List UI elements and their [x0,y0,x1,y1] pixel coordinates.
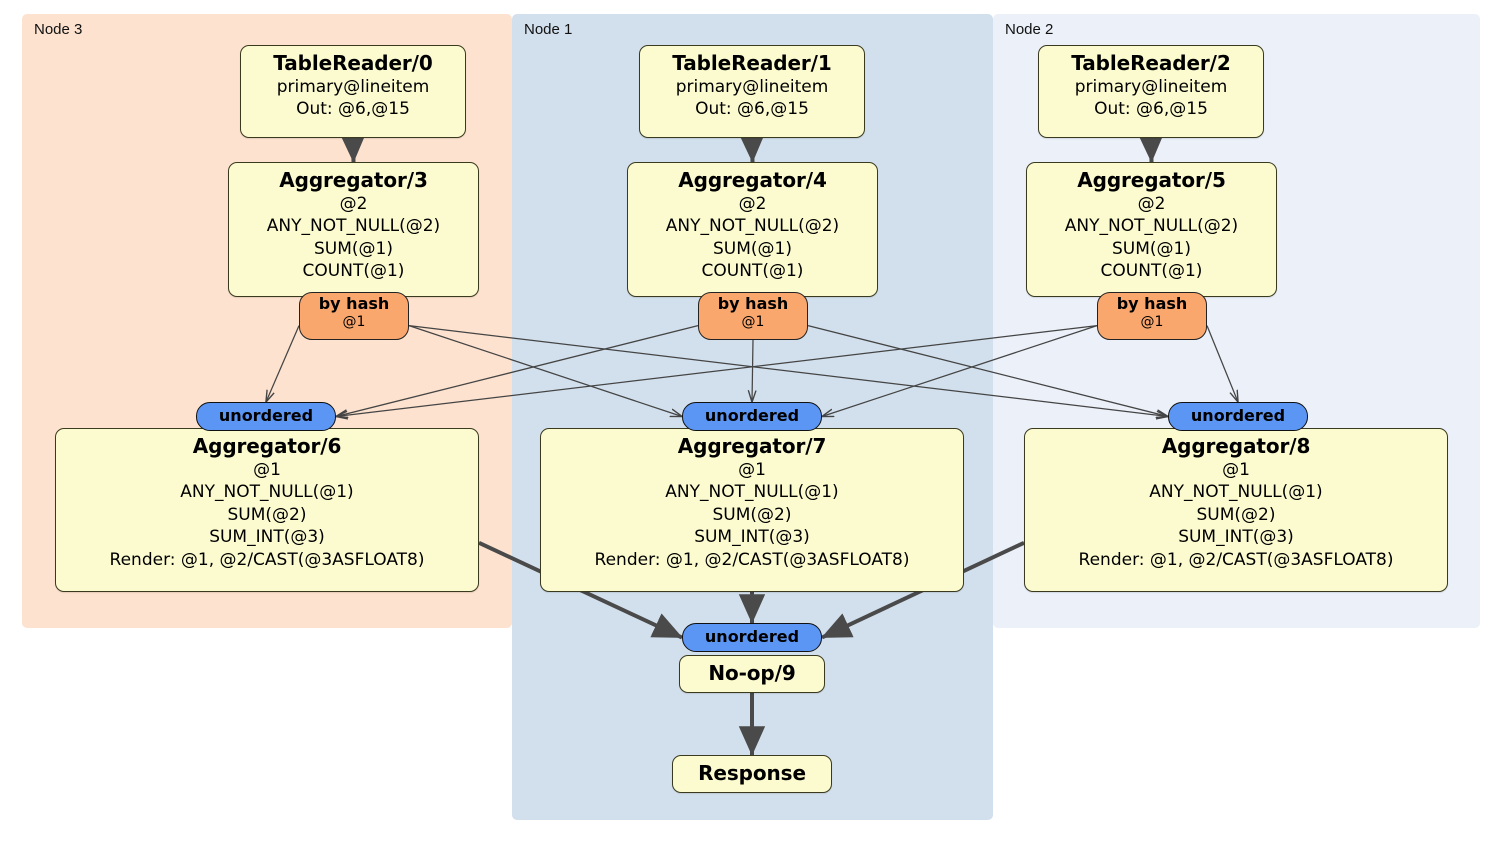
processor-detail-line: @2 [1137,193,1166,214]
processor-title: Aggregator/5 [1077,168,1226,192]
node-label-node2: Node 2 [1005,21,1054,38]
processor-detail-line: primary@lineitem [1074,76,1228,97]
processor-detail-line: ANY_NOT_NULL(@1) [665,482,839,503]
processor-noop9[interactable]: No-op/9 [679,655,825,693]
router-sublabel: @1 [1140,313,1164,330]
processor-detail-line: @2 [339,193,368,214]
processor-title: TableReader/1 [672,51,832,75]
processor-detail-line: @1 [1222,459,1250,480]
processor-detail-line: primary@lineitem [675,76,829,97]
processor-detail-line: Render: @1, @2/CAST(@3ASFLOAT8) [1078,549,1394,570]
router-label: by hash [717,294,789,313]
processor-title: Aggregator/8 [1161,434,1311,458]
processor-title: No-op/9 [708,661,796,685]
receiver-recv7[interactable]: unordered [682,402,822,431]
processor-detail-line: ANY_NOT_NULL(@2) [665,216,840,237]
node-label-node1: Node 1 [524,21,573,38]
router-router3[interactable]: by hash@1 [299,292,409,340]
processor-detail-line: ANY_NOT_NULL(@1) [1149,482,1323,503]
processor-detail-line: SUM(@2) [227,504,307,525]
receiver-recv6[interactable]: unordered [196,402,336,431]
processor-detail-line: SUM(@2) [1196,504,1276,525]
processor-detail-line: Out: @6,@15 [695,99,809,120]
processor-detail-line: @1 [738,459,766,480]
processor-detail-line: @1 [253,459,281,480]
processor-detail-line: ANY_NOT_NULL(@2) [266,216,441,237]
processor-detail-line: SUM(@1) [314,238,393,259]
processor-title: Aggregator/4 [678,168,827,192]
processor-title: Aggregator/6 [192,434,342,458]
processor-title: Aggregator/7 [677,434,827,458]
processor-title: TableReader/2 [1071,51,1231,75]
processor-detail-line: COUNT(@1) [302,261,405,282]
processor-detail-line: Render: @1, @2/CAST(@3ASFLOAT8) [109,549,425,570]
processor-detail-line: COUNT(@1) [701,261,804,282]
processor-detail-line: ANY_NOT_NULL(@1) [180,482,354,503]
processor-title: Aggregator/3 [279,168,428,192]
receiver-recv8[interactable]: unordered [1168,402,1308,431]
processor-detail-line: SUM_INT(@3) [694,527,810,548]
processor-detail-line: SUM(@1) [1112,238,1191,259]
processor-detail-line: Render: @1, @2/CAST(@3ASFLOAT8) [594,549,910,570]
processor-title: TableReader/0 [273,51,433,75]
processor-response[interactable]: Response [672,755,832,793]
processor-detail-line: SUM_INT(@3) [1178,527,1294,548]
node-label-node3: Node 3 [34,21,83,38]
router-label: by hash [1116,294,1188,313]
processor-detail-line: Out: @6,@15 [1094,99,1208,120]
processor-detail-line: SUM(@2) [712,504,792,525]
processor-detail-line: primary@lineitem [276,76,430,97]
receiver-recv9[interactable]: unordered [682,623,822,652]
processor-detail-line: ANY_NOT_NULL(@2) [1064,216,1239,237]
processor-detail-line: COUNT(@1) [1100,261,1203,282]
processor-title: Response [698,761,806,785]
router-label: by hash [318,294,390,313]
router-router4[interactable]: by hash@1 [698,292,808,340]
processor-detail-line: SUM_INT(@3) [209,527,325,548]
processor-detail-line: Out: @6,@15 [296,99,410,120]
processor-detail-line: @2 [738,193,767,214]
router-sublabel: @1 [741,313,765,330]
processor-detail-line: SUM(@1) [713,238,792,259]
router-sublabel: @1 [342,313,366,330]
router-router5[interactable]: by hash@1 [1097,292,1207,340]
